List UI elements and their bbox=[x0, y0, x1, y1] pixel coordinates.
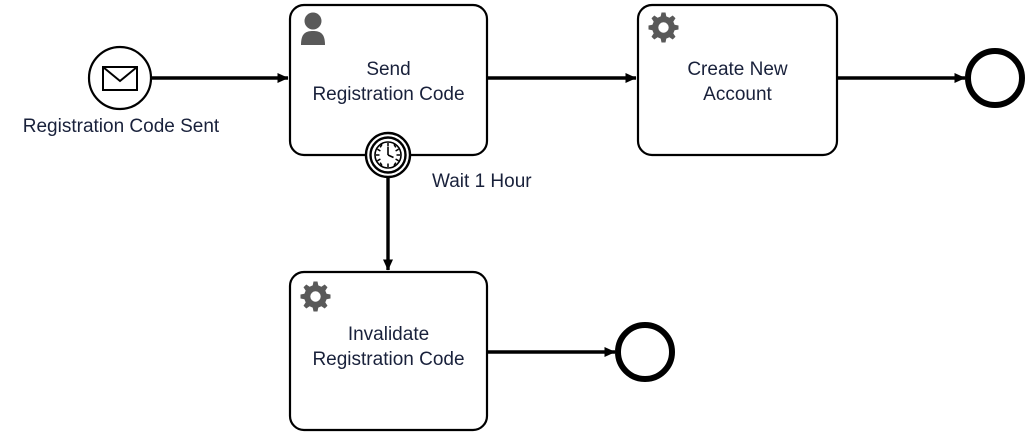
gear-icon bbox=[300, 281, 331, 312]
gear-icon bbox=[648, 12, 679, 43]
task-create-new-account[interactable] bbox=[636, 3, 839, 157]
flow-timer-to-invalidate-label: Wait 1 Hour bbox=[432, 171, 532, 192]
end-event-code-invalidated[interactable] bbox=[615, 322, 675, 382]
start-event[interactable] bbox=[87, 45, 153, 111]
end-event-account-created[interactable] bbox=[965, 48, 1025, 108]
task-invalidate-registration-code[interactable] bbox=[288, 270, 489, 432]
envelope-icon bbox=[102, 66, 138, 91]
clock-icon bbox=[374, 141, 402, 169]
boundary-timer-event[interactable] bbox=[364, 131, 412, 179]
sequence-flows bbox=[151, 73, 966, 357]
start-event-label: Registration Code Sent bbox=[22, 116, 220, 137]
user-icon bbox=[301, 12, 325, 45]
